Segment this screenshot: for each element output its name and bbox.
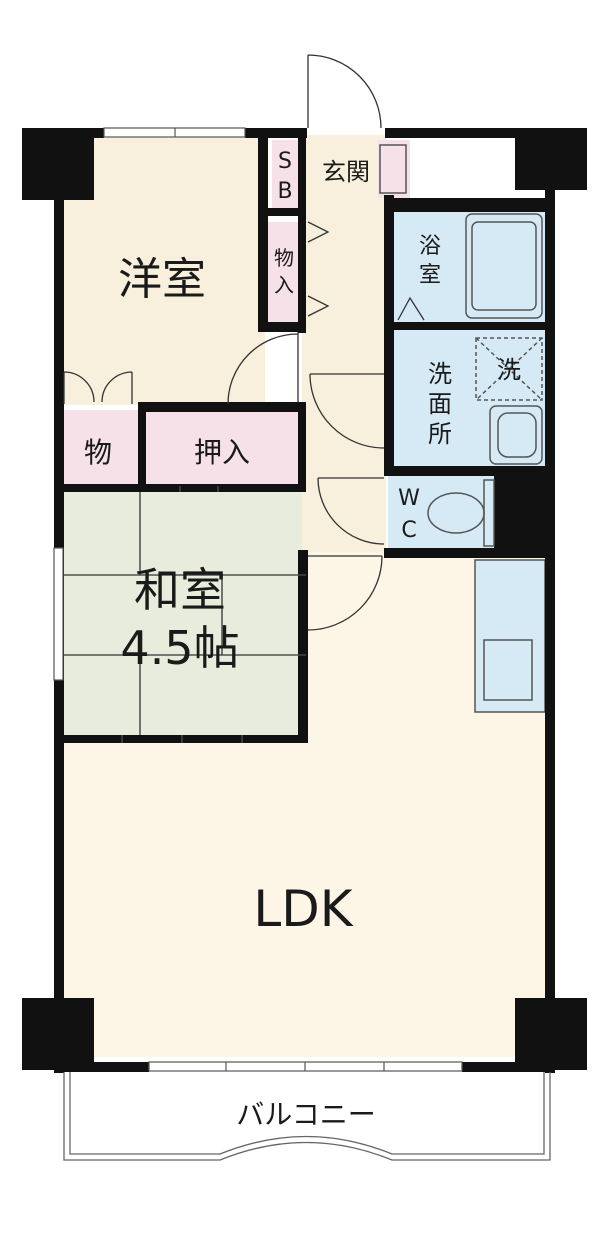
wc-label-bottom: C [401, 518, 416, 543]
kitchen-sink [483, 639, 533, 701]
corridor-floor [302, 135, 386, 565]
washroom-floor [392, 330, 547, 466]
wc-label-top: W [398, 486, 420, 511]
japanese-room-label: 和室 [134, 563, 226, 617]
storage-label: 物 [84, 436, 112, 469]
ldk-label: LDK [253, 880, 353, 938]
storage-small-label-bottom: 入 [274, 273, 294, 297]
entrance-shoe-floor [378, 140, 410, 198]
doors [63, 54, 425, 631]
closet-label: 押入 [194, 436, 250, 469]
bath-floor [392, 210, 547, 323]
washroom-label-3: 所 [428, 420, 452, 448]
window-ticks [121, 128, 385, 1071]
storage-small-floor [268, 222, 298, 324]
washroom-label-2: 面 [428, 390, 452, 418]
storage-small-label-top: 物 [274, 246, 294, 270]
bath-label-top: 浴 [419, 234, 441, 259]
bath-label-bottom: 室 [419, 263, 441, 288]
entrance-label: 玄関 [322, 158, 370, 186]
wc-floor [388, 474, 494, 550]
western-room-floor [62, 135, 265, 405]
japanese-room-floor [62, 492, 302, 735]
sb-floor [272, 140, 298, 208]
ldk-floor-lower [62, 735, 547, 1057]
japanese-room-size: 4.5帖 [120, 621, 239, 675]
washer-pan [475, 337, 543, 401]
western-room-label: 洋室 [118, 254, 206, 305]
bathtub [465, 213, 543, 319]
fixtures [379, 144, 543, 547]
closet-floor [145, 410, 300, 486]
storage-floor [62, 410, 138, 490]
balcony-label: バルコニー [236, 1098, 375, 1131]
washroom-label-1: 洗 [428, 360, 452, 388]
wash-basin [489, 405, 543, 465]
toilet-bowl [427, 492, 485, 534]
sb-label-bottom: B [277, 179, 292, 204]
washer-label: 洗 [497, 356, 521, 384]
tatami-lines [62, 492, 302, 735]
sb-label-top: S [278, 149, 292, 174]
balcony [63, 1072, 551, 1161]
